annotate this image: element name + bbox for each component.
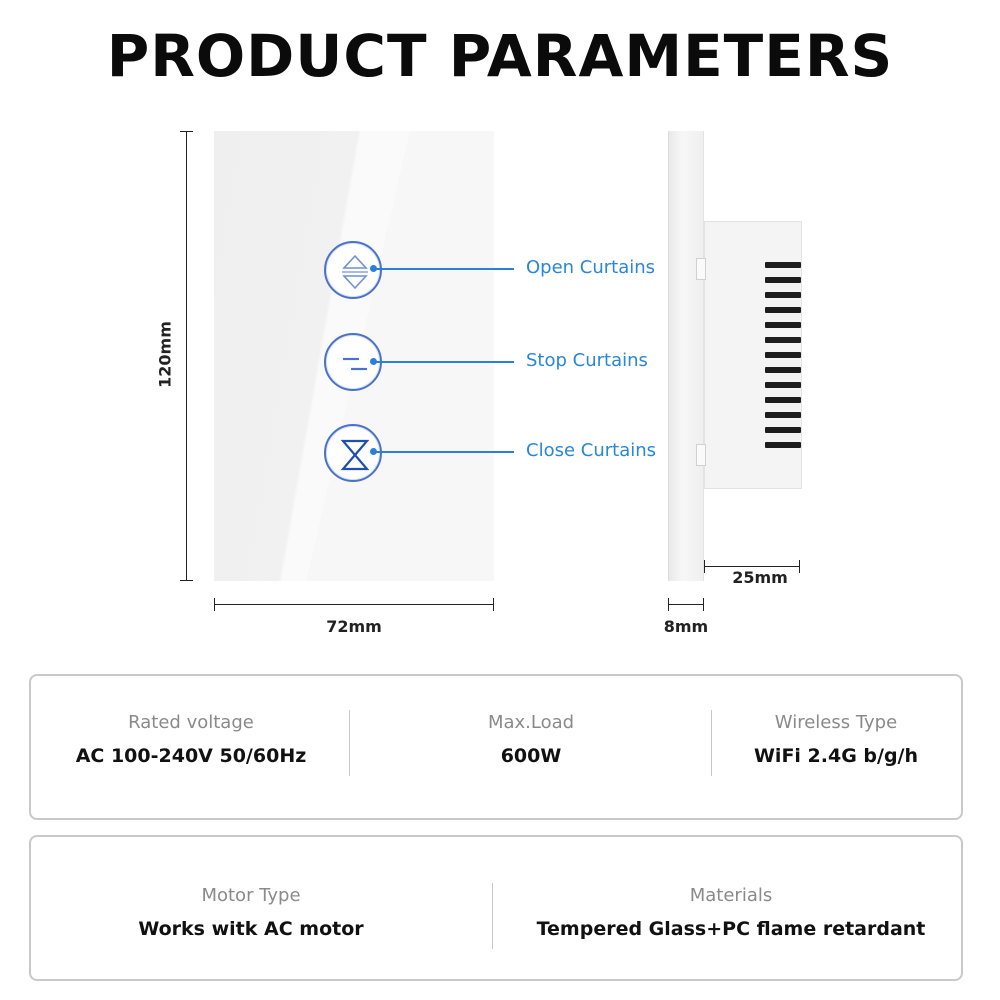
plate-depth-dimension-label: 8mm bbox=[663, 617, 709, 636]
spec-box-materials: Motor Type Works witk AC motor Materials… bbox=[29, 835, 963, 981]
callout-dot bbox=[370, 265, 377, 272]
callout-dot bbox=[370, 358, 377, 365]
body-depth-dimension-line bbox=[704, 566, 800, 567]
callout-line bbox=[374, 268, 514, 270]
mounting-clip bbox=[696, 258, 706, 280]
switch-side-plate bbox=[668, 131, 704, 581]
width-dimension-line bbox=[214, 604, 494, 605]
spec-motor-type: Motor Type Works witk AC motor bbox=[41, 885, 461, 940]
stop-curtains-label: Stop Curtains bbox=[526, 350, 648, 371]
spec-value: Tempered Glass+PC flame retardant bbox=[536, 918, 926, 940]
spec-label: Wireless Type bbox=[774, 712, 898, 733]
spec-wireless-type: Wireless Type WiFi 2.4G b/g/h bbox=[721, 712, 951, 767]
body-depth-dimension-label: 25mm bbox=[732, 568, 788, 587]
close-curtains-icon bbox=[340, 439, 370, 471]
callout-line bbox=[374, 451, 514, 453]
spec-label: Materials bbox=[689, 885, 773, 906]
width-dimension-label: 72mm bbox=[326, 617, 382, 636]
spec-label: Motor Type bbox=[201, 885, 301, 906]
spec-value: AC 100-240V 50/60Hz bbox=[75, 745, 307, 767]
mounting-clip bbox=[696, 444, 706, 466]
open-curtains-label: Open Curtains bbox=[526, 257, 656, 278]
spec-max-load: Max.Load 600W bbox=[371, 712, 691, 767]
spec-label: Max.Load bbox=[487, 712, 575, 733]
spec-materials: Materials Tempered Glass+PC flame retard… bbox=[511, 885, 951, 940]
stop-curtains-icon bbox=[343, 357, 367, 371]
callout-line bbox=[374, 361, 514, 363]
height-dimension-line bbox=[186, 131, 187, 581]
open-curtains-icon bbox=[342, 254, 368, 290]
spec-value: 600W bbox=[500, 745, 562, 767]
height-dimension-label: 120mm bbox=[155, 321, 175, 388]
plate-depth-dimension-line bbox=[668, 604, 704, 605]
spec-value: Works witk AC motor bbox=[138, 918, 364, 940]
spec-rated-voltage: Rated voltage AC 100-240V 50/60Hz bbox=[41, 712, 341, 767]
spec-box-electrical: Rated voltage AC 100-240V 50/60Hz Max.Lo… bbox=[29, 674, 963, 820]
callout-dot bbox=[370, 448, 377, 455]
close-curtains-label: Close Curtains bbox=[526, 440, 657, 461]
page-title: PRODUCT PARAMETERS bbox=[106, 22, 894, 90]
spec-label: Rated voltage bbox=[128, 712, 254, 733]
spec-value: WiFi 2.4G b/g/h bbox=[753, 745, 919, 767]
